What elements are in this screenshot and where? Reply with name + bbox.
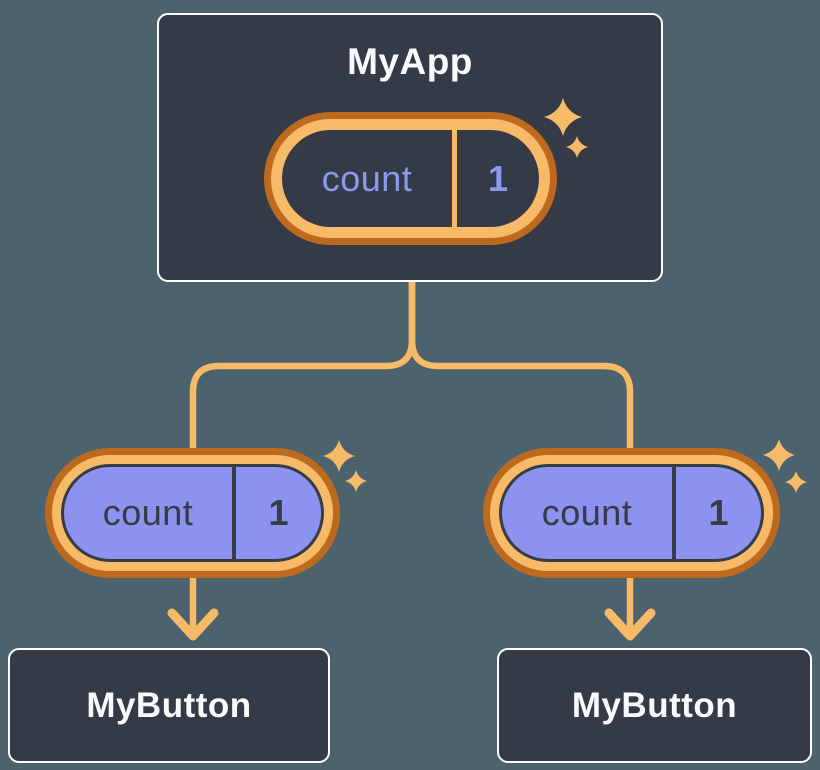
pill-band: count 1 [52, 455, 333, 571]
sparkle-icon [323, 440, 355, 472]
component-card-mybutton-right: MyButton [497, 648, 812, 763]
arrow-down-icon [604, 608, 656, 641]
state-value: 1 [487, 157, 509, 199]
pill-band: count 1 [271, 119, 550, 238]
sparkle-icon [785, 471, 807, 493]
state-value: 1 [708, 492, 729, 533]
state-divider [452, 130, 457, 227]
component-title: MyApp [347, 41, 473, 82]
pill-body: count 1 [499, 464, 764, 562]
state-divider [672, 467, 676, 559]
state-pill-mybutton-left: count 1 [45, 448, 340, 578]
state-label: count [541, 492, 633, 533]
component-title: MyButton [86, 685, 252, 725]
state-pill-myapp: count 1 [264, 112, 557, 245]
state-label: count [321, 157, 413, 199]
pill-band: count 1 [490, 455, 773, 571]
arrow-down-icon [167, 608, 219, 641]
state-pill-mybutton-right: count 1 [483, 448, 780, 578]
sparkle-icon [763, 439, 795, 471]
state-value: 1 [268, 492, 289, 533]
state-label: count [102, 492, 194, 533]
pill-body: count 1 [61, 464, 324, 562]
component-title: MyButton [571, 685, 738, 725]
sparkle-icon [345, 470, 367, 492]
component-card-mybutton-left: MyButton [8, 648, 330, 763]
pill-body: count 1 [282, 130, 539, 227]
